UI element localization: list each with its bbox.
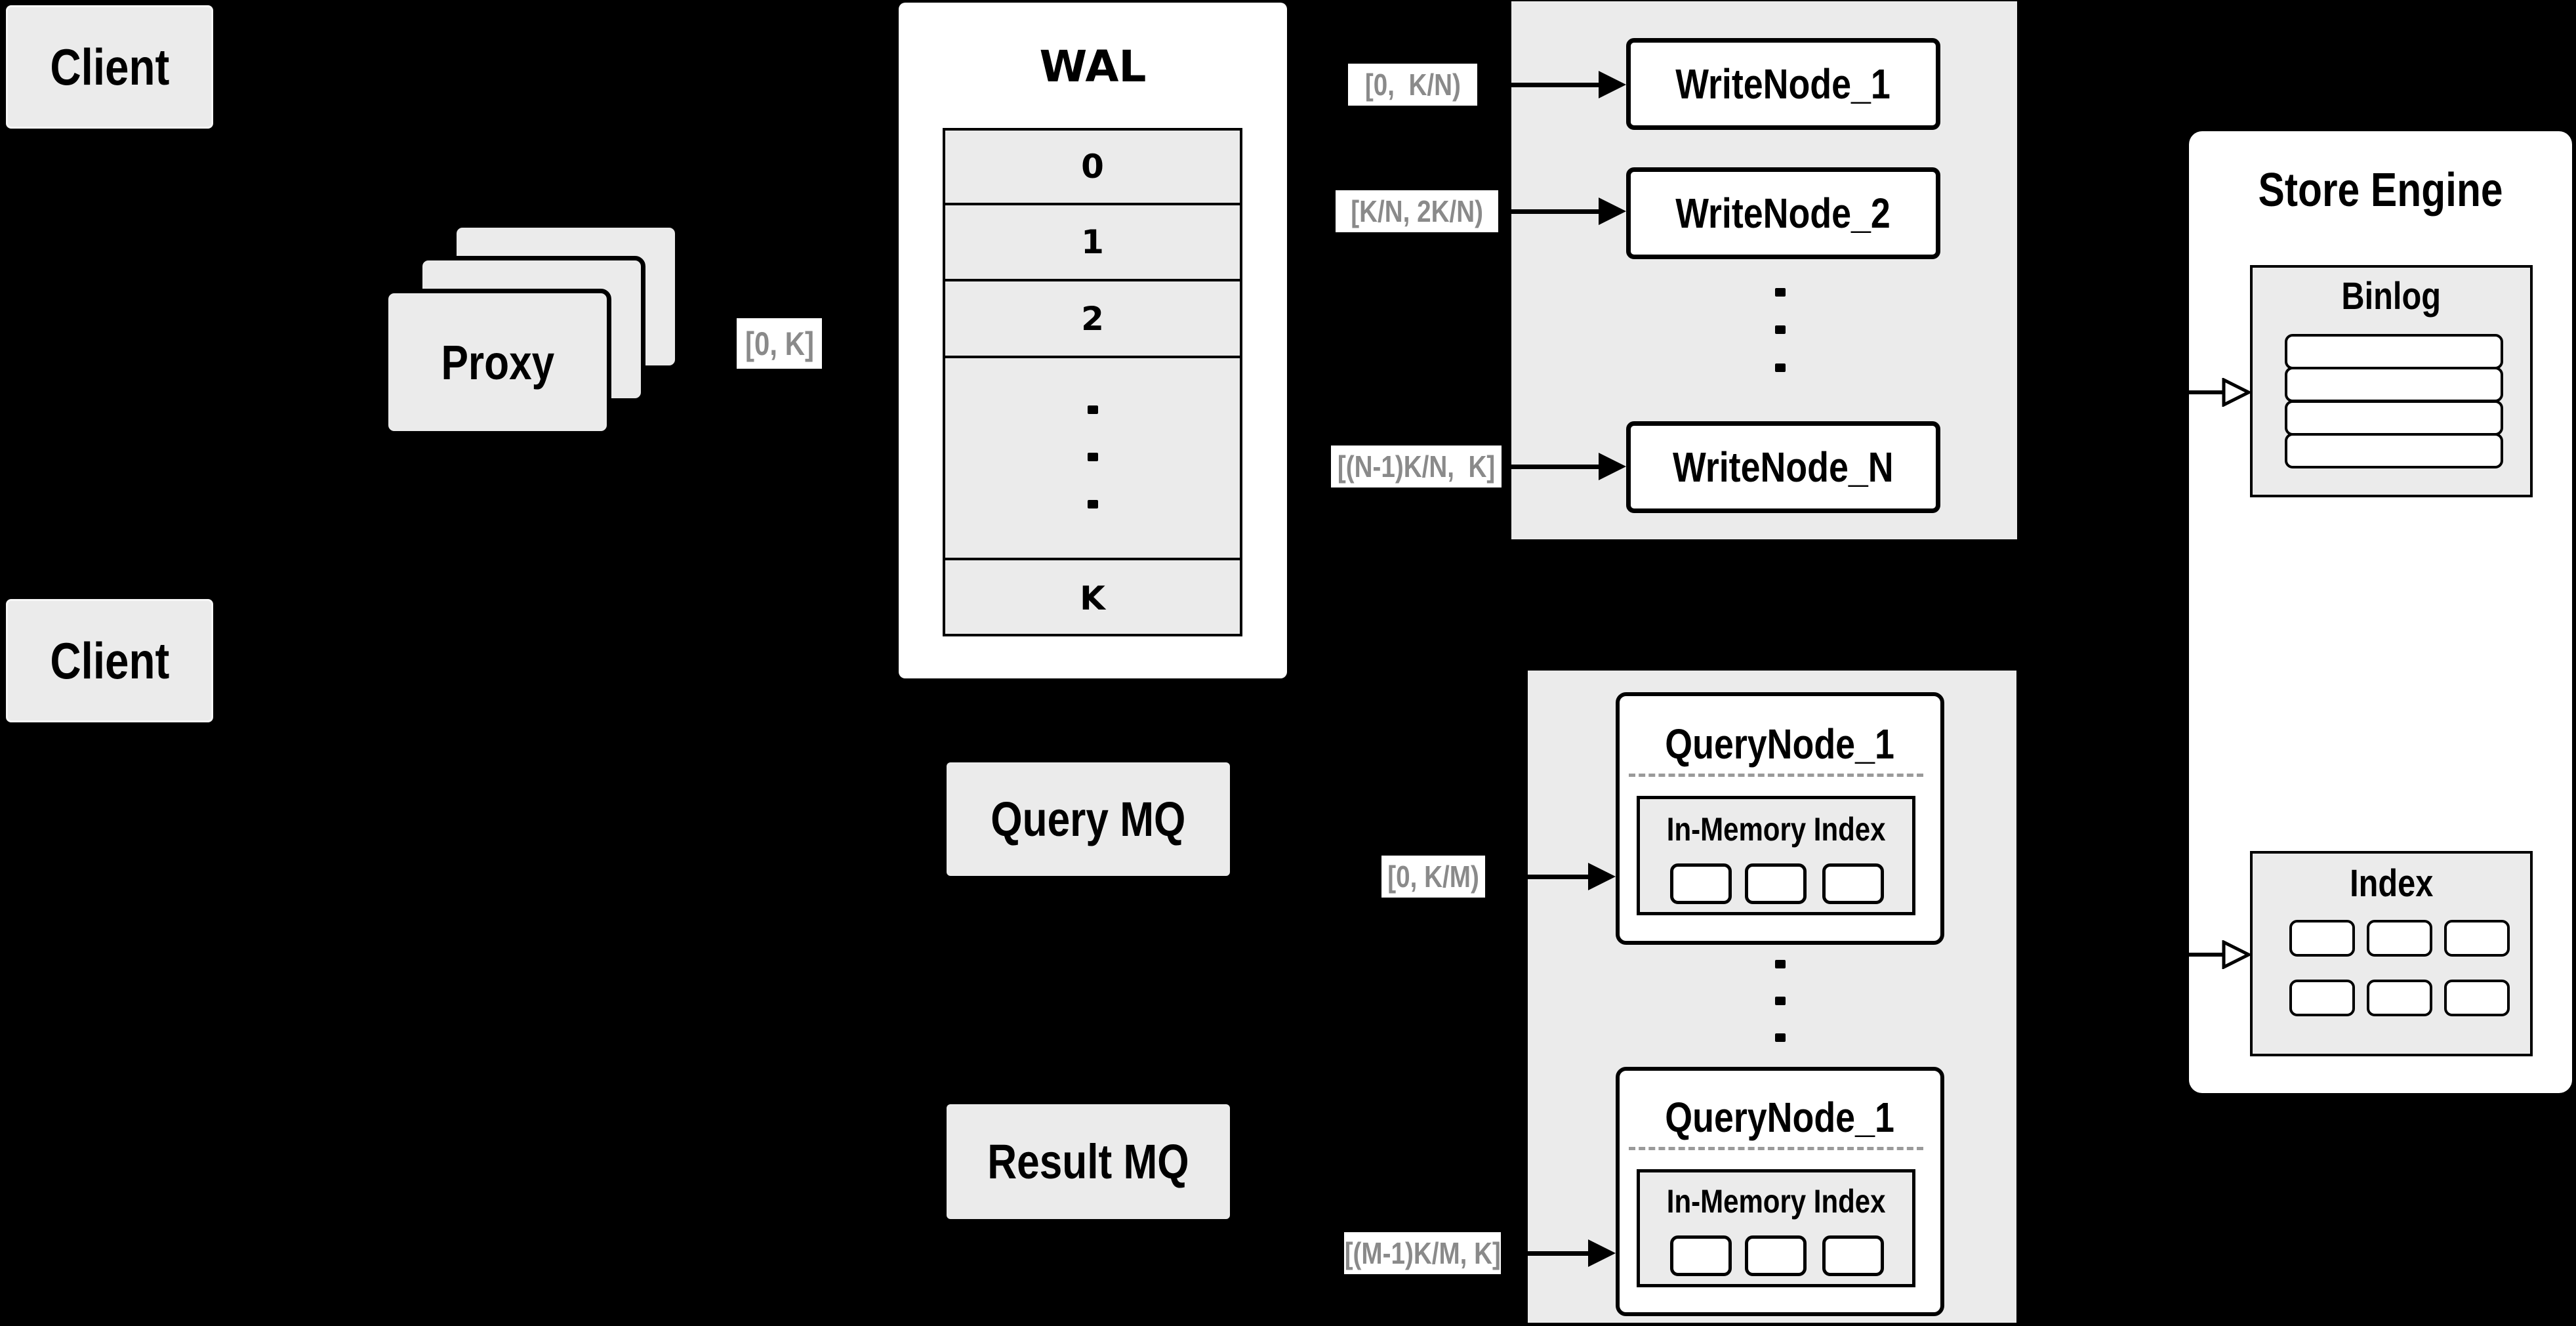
index-slot xyxy=(2367,980,2432,1016)
hollow-arrow-binlog-icon xyxy=(2187,378,2250,407)
store-engine-title: Store Engine xyxy=(2258,164,2503,217)
range-label-query-m: [(M-1)K/M, K] xyxy=(1344,1232,1501,1274)
proxy-card-front: Proxy xyxy=(384,289,611,436)
hollow-arrow-index-icon xyxy=(2187,940,2250,969)
query-mq-box: Query MQ xyxy=(947,762,1230,876)
memory-slot xyxy=(1745,863,1807,904)
arrow-to-write-node-1 xyxy=(1477,83,1603,87)
memory-slot xyxy=(1670,1235,1732,1276)
arrow-to-write-node-n xyxy=(1502,465,1603,469)
wal-row: 2 xyxy=(945,281,1240,358)
wal-row: 1 xyxy=(945,205,1240,281)
query-node-bottom: QueryNode_1 In-Memory Index xyxy=(1616,1067,1944,1316)
arrow-to-query-node-1 xyxy=(1485,875,1592,879)
arrow-to-write-node-2 xyxy=(1498,209,1603,214)
in-memory-index-title: In-Memory Index xyxy=(1666,1183,1886,1220)
index-box: Index xyxy=(2250,851,2533,1056)
vertical-dots xyxy=(1087,405,1098,510)
memory-slot xyxy=(1670,863,1732,904)
wal-title: WAL xyxy=(1039,41,1147,92)
wal-row: 0 xyxy=(945,131,1240,205)
result-mq-box: Result MQ xyxy=(947,1104,1230,1219)
binlog-slot xyxy=(2285,334,2503,369)
proxy-label: Proxy xyxy=(441,335,554,390)
index-title: Index xyxy=(2349,861,2434,905)
range-label-proxy-out: [0, K] xyxy=(737,318,822,369)
wal-table: 0 1 2 K xyxy=(943,128,1242,636)
wal-row: K xyxy=(1080,579,1105,617)
in-memory-index-title: In-Memory Index xyxy=(1666,811,1886,848)
memory-slot xyxy=(1822,863,1884,904)
query-node-bottom-title: QueryNode_1 xyxy=(1665,1094,1895,1141)
binlog-slot xyxy=(2285,367,2503,402)
arrow-head xyxy=(1588,863,1616,890)
arrow-head xyxy=(1588,1239,1616,1267)
client-top-label: Client xyxy=(49,37,169,96)
index-slot xyxy=(2367,920,2432,957)
dashed-separator xyxy=(1629,774,1923,777)
range-label-write-2: [K/N, 2K/N) xyxy=(1336,190,1498,232)
range-label-query-1: [0, K/M) xyxy=(1381,856,1485,898)
write-node-1: WriteNode_1 xyxy=(1626,38,1940,130)
dashed-separator xyxy=(1629,1147,1923,1150)
wal-row-ellipsis xyxy=(945,358,1240,560)
range-label-write-n: [(N-1)K/N, K] xyxy=(1331,445,1502,487)
index-slot xyxy=(2444,980,2510,1016)
client-bottom-label: Client xyxy=(49,631,169,690)
query-node-top: QueryNode_1 In-Memory Index xyxy=(1616,692,1944,945)
arrow-head xyxy=(1599,71,1626,98)
wal-panel: WAL 0 1 2 K xyxy=(899,3,1287,678)
range-label-write-1: [0, K/N) xyxy=(1348,64,1477,106)
store-engine-panel: Store Engine Binlog Index xyxy=(2189,131,2572,1093)
arrow-head xyxy=(1599,453,1626,480)
index-slot xyxy=(2444,920,2510,957)
memory-slot xyxy=(1745,1235,1807,1276)
memory-slot xyxy=(1822,1235,1884,1276)
index-slot xyxy=(2289,980,2355,1016)
binlog-box: Binlog xyxy=(2250,265,2533,497)
client-box-top: Client xyxy=(6,5,213,129)
binlog-slot xyxy=(2285,433,2503,468)
client-box-bottom: Client xyxy=(6,599,213,722)
write-node-2: WriteNode_2 xyxy=(1626,167,1940,259)
binlog-slot xyxy=(2285,400,2503,436)
arrow-to-query-node-m xyxy=(1501,1251,1592,1256)
write-node-n: WriteNode_N xyxy=(1626,421,1940,513)
binlog-title: Binlog xyxy=(2341,274,2442,318)
index-slot xyxy=(2289,920,2355,957)
query-node-top-title: QueryNode_1 xyxy=(1665,720,1895,768)
in-memory-index-box-bottom: In-Memory Index xyxy=(1637,1169,1915,1287)
arrow-head xyxy=(1599,197,1626,225)
in-memory-index-box-top: In-Memory Index xyxy=(1637,796,1915,915)
